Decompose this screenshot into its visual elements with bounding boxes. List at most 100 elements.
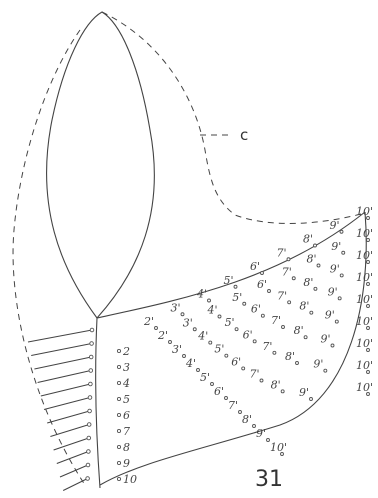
wing-label: 4' <box>197 330 208 343</box>
fringe-dot <box>87 423 91 427</box>
wing-label: 9' <box>328 285 338 298</box>
wing-label: 7' <box>262 340 272 353</box>
stem-dot <box>117 445 120 448</box>
wing-dot <box>335 320 338 323</box>
wing-dot <box>260 379 263 382</box>
fringe-dot <box>87 450 91 454</box>
fringe-tick <box>44 398 90 410</box>
fringe-dot <box>90 342 94 346</box>
wing-label: 10' <box>356 381 373 394</box>
stem-label: 5 <box>123 393 130 406</box>
lower-wing-right-edge <box>100 212 366 485</box>
wing-label: 10' <box>356 293 373 306</box>
stem-dot <box>117 365 120 368</box>
wing-dot <box>310 398 313 401</box>
wing-label: 9' <box>313 358 323 371</box>
wing-dot <box>331 344 334 347</box>
wing-dot <box>193 328 196 331</box>
fringe-dot <box>87 436 91 440</box>
wing-dot <box>243 302 246 305</box>
wing-label: 6' <box>251 303 261 316</box>
fringe-dot <box>89 355 93 359</box>
wing-label: 2' <box>143 315 154 328</box>
wing-dot <box>235 328 238 331</box>
wing-dot <box>225 354 228 357</box>
stem-dot <box>117 461 120 464</box>
wing-label: 10' <box>356 249 373 262</box>
wing-label: 3' <box>171 301 181 314</box>
wing-label: 8' <box>285 350 295 363</box>
wing-label: 6' <box>231 355 241 368</box>
wing-dot <box>340 274 343 277</box>
wing-dot <box>288 301 291 304</box>
wing-label: 10' <box>356 337 373 350</box>
wing-numbering: 2'3'4'5'6'7'8'9'10'2'3'4'5'6'7'8'9'10'3'… <box>143 205 373 456</box>
stem-label: 7 <box>123 425 130 438</box>
wing-label: 7' <box>277 246 287 259</box>
fringe-dot <box>89 369 93 373</box>
wing-dot <box>281 390 284 393</box>
wing-label: 10' <box>270 441 287 454</box>
stem-dot <box>117 477 120 480</box>
wing-dot <box>292 277 295 280</box>
stem-dot <box>117 397 120 400</box>
wing-dot <box>317 264 320 267</box>
callout-label: c <box>240 126 248 144</box>
wing-label: 4' <box>196 288 207 301</box>
wing-label: 3' <box>183 316 193 329</box>
stem-dot <box>117 381 120 384</box>
stem-label: 8 <box>123 441 130 454</box>
wing-dot <box>314 287 317 290</box>
wing-label: 5' <box>232 291 242 304</box>
wing-dot <box>261 314 264 317</box>
wing-label: 4' <box>207 304 218 317</box>
stem-label: 6 <box>123 409 130 422</box>
stem-dot <box>117 349 120 352</box>
lower-wing-top-edge <box>97 212 365 318</box>
wing-dot <box>208 299 211 302</box>
figure-number: 31 <box>255 467 283 492</box>
wing-dot <box>218 315 221 318</box>
wing-label: 10' <box>356 271 373 284</box>
wing-dot <box>253 340 256 343</box>
stem-label: 2 <box>122 345 130 358</box>
fringe-dot <box>90 328 94 332</box>
wing-dot <box>296 362 299 365</box>
fringe-tick <box>28 330 92 342</box>
wing-dot <box>304 336 307 339</box>
wing-label: 7' <box>282 265 292 278</box>
wing-dot <box>342 251 345 254</box>
wing-dot <box>268 290 271 293</box>
wing-label: 9' <box>321 333 331 346</box>
wing-label: 7' <box>228 399 238 412</box>
fringe-tick <box>50 425 89 437</box>
wing-dot <box>287 258 290 261</box>
fringe-dot <box>88 396 92 400</box>
wing-dot <box>310 311 313 314</box>
wing-label: 9' <box>330 219 340 232</box>
wing-label: 10' <box>356 205 373 218</box>
wing-dot <box>324 369 327 372</box>
wing-label: 9' <box>330 262 340 275</box>
upper-lobe-outline <box>47 12 155 318</box>
fringe-dot <box>89 382 93 386</box>
wing-label: 3' <box>172 343 182 356</box>
wing-dot <box>209 341 212 344</box>
wing-dot <box>273 351 276 354</box>
wing-label: 8' <box>242 413 252 426</box>
stem-dot <box>117 429 120 432</box>
wing-label: 5' <box>225 316 235 329</box>
fringe-dot <box>88 409 92 413</box>
stem-label: 9 <box>123 457 130 470</box>
wing-label: 6' <box>243 328 253 341</box>
wing-dot <box>314 244 317 247</box>
fringe-tick <box>57 452 89 464</box>
fringe-dot <box>86 477 90 481</box>
wing-label: 6' <box>214 385 224 398</box>
wing-dot <box>234 285 237 288</box>
wing-label: 6' <box>257 278 267 291</box>
wing-dot <box>242 367 245 370</box>
left-dashed-envelope <box>13 30 85 485</box>
